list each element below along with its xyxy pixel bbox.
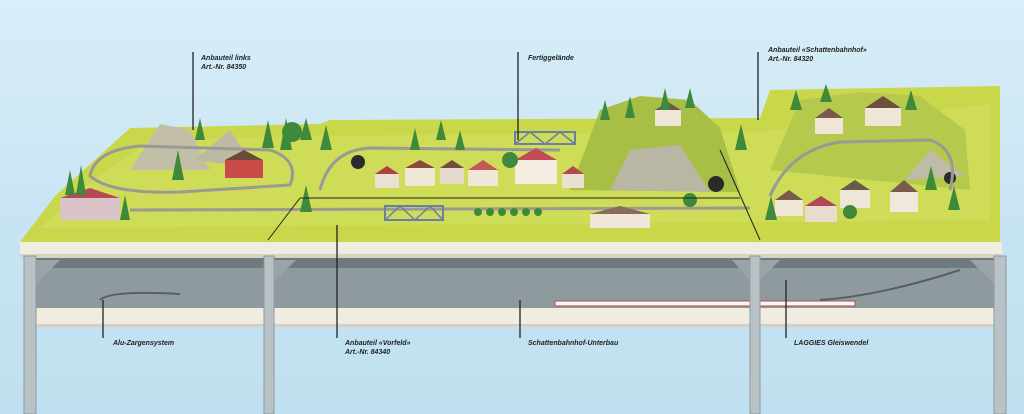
label-front-module-artnr: Art.-Nr. 84340 [345, 349, 391, 356]
label-shadow-station-base-title: Schattenbahnhof-Unterbau [528, 340, 619, 347]
baseboard-front-edge [20, 242, 1002, 256]
track-loop-right [768, 138, 954, 197]
label-shadow-station-module-title: Anbauteil «Schattenbahnhof» [768, 47, 867, 54]
label-shadow-station-base: Schattenbahnhof-Unterbau [528, 339, 618, 348]
track-loop-left [88, 144, 294, 194]
label-left-module-title: Anbauteil links [201, 55, 251, 62]
label-alu-frame: Alu-Zargensystem [113, 339, 174, 348]
label-helix-title: LAGGIES Gleiswendel [794, 340, 869, 347]
alu-frame-legs [23, 255, 1007, 414]
shadow-train [554, 300, 856, 307]
shadow-station-board [30, 308, 1000, 326]
label-shadow-station-module-artnr: Art.-Nr. 84320 [768, 56, 814, 63]
module-divider-lines [267, 149, 761, 241]
label-front-module-title: Anbauteil «Vorfeld» [345, 340, 411, 347]
label-finished-terrain: Fertiggelände [528, 54, 574, 63]
trees [65, 84, 960, 220]
label-shadow-station-module: Anbauteil «Schattenbahnhof» Art.-Nr. 843… [768, 46, 867, 64]
label-alu-frame-title: Alu-Zargensystem [113, 340, 175, 347]
label-left-module-artnr: Art.-Nr. 84350 [201, 64, 247, 71]
track-main-front [129, 206, 751, 212]
houses [60, 96, 918, 228]
helix-track [99, 269, 961, 301]
callout-lines [102, 52, 787, 338]
label-helix: LAGGIES Gleiswendel [794, 339, 868, 348]
label-left-module: Anbauteil links Art.-Nr. 84350 [201, 54, 251, 72]
label-front-module: Anbauteil «Vorfeld» Art.-Nr. 84340 [345, 339, 410, 357]
mountain-center [570, 96, 740, 192]
track-main-back [318, 146, 561, 191]
tunnel-portal [351, 155, 365, 169]
label-finished-terrain-title: Fertiggelände [528, 55, 574, 62]
